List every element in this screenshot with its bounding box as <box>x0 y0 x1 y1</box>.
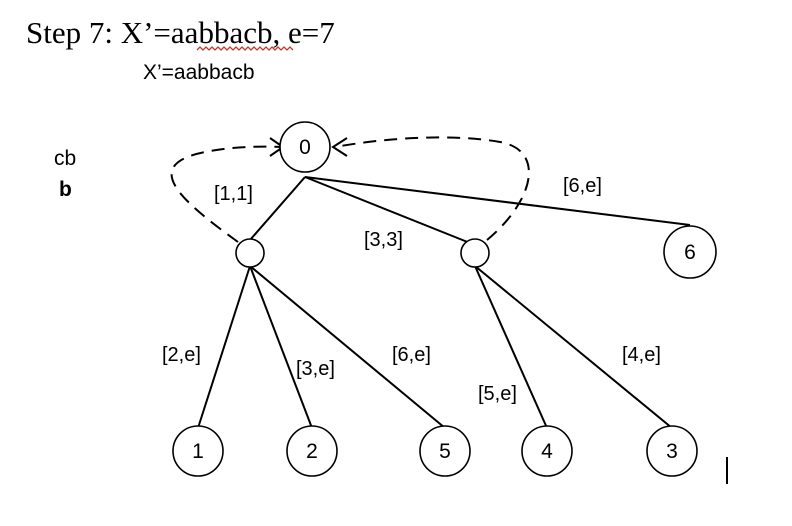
root-node <box>279 121 331 173</box>
edge-label-internal-a-leaf-1: [2,e] <box>162 344 201 366</box>
internal-node-b <box>460 238 490 268</box>
suffix-link-arrowhead-b <box>331 137 348 157</box>
leaf-node-1-label: 1 <box>192 440 204 463</box>
edge-label-internal-b-leaf-3: [4,e] <box>622 344 661 366</box>
edge-internal-b-leaf-3 <box>474 265 673 429</box>
leaf-node-3-label: 3 <box>666 440 678 463</box>
edge-internal-b-leaf-4 <box>474 265 548 429</box>
edge-internal-a-leaf-1 <box>197 265 251 429</box>
spellcheck-underline <box>196 46 294 51</box>
edge-label-internal-a-leaf-5: [6,e] <box>392 344 431 366</box>
leaf-node-2 <box>286 425 338 477</box>
edge-root-internal-b <box>304 176 476 246</box>
leaf-node-6-label: 6 <box>684 241 696 264</box>
edge-internal-a-leaf-2 <box>249 265 313 429</box>
edge-label-root-internal-b: [3,3] <box>364 229 403 251</box>
edge-root-internal-a <box>249 176 306 241</box>
internal-node-a <box>235 238 265 268</box>
suffix-link-internal-b <box>334 136 530 241</box>
leaf-node-4 <box>521 425 573 477</box>
string-subtitle: X’=aabbacb <box>143 61 255 84</box>
suffix-link-internal-a <box>170 145 283 243</box>
edge-label-internal-b-leaf-4: [5,e] <box>478 383 517 405</box>
side-label-cb: cb <box>54 147 76 170</box>
edge-root-leaf-6 <box>304 176 691 226</box>
edge-label-internal-a-leaf-2: [3,e] <box>296 358 335 380</box>
edge-internal-a-leaf-5 <box>249 265 446 429</box>
leaf-node-1 <box>172 425 224 477</box>
leaf-node-5 <box>419 425 471 477</box>
step-title: Step 7: X’=aabbacb, e=7 <box>26 15 335 50</box>
leaf-node-5-label: 5 <box>439 440 451 463</box>
leaf-node-2-label: 2 <box>306 440 318 463</box>
edge-label-root-leaf-6: [6,e] <box>563 175 602 197</box>
leaf-node-4-label: 4 <box>541 440 553 463</box>
leaf-node-6 <box>663 225 717 279</box>
root-node-label: 0 <box>299 136 311 159</box>
edge-label-root-internal-a: [1,1] <box>214 183 253 205</box>
side-label-b: b <box>59 178 72 201</box>
leaf-node-3 <box>646 425 698 477</box>
